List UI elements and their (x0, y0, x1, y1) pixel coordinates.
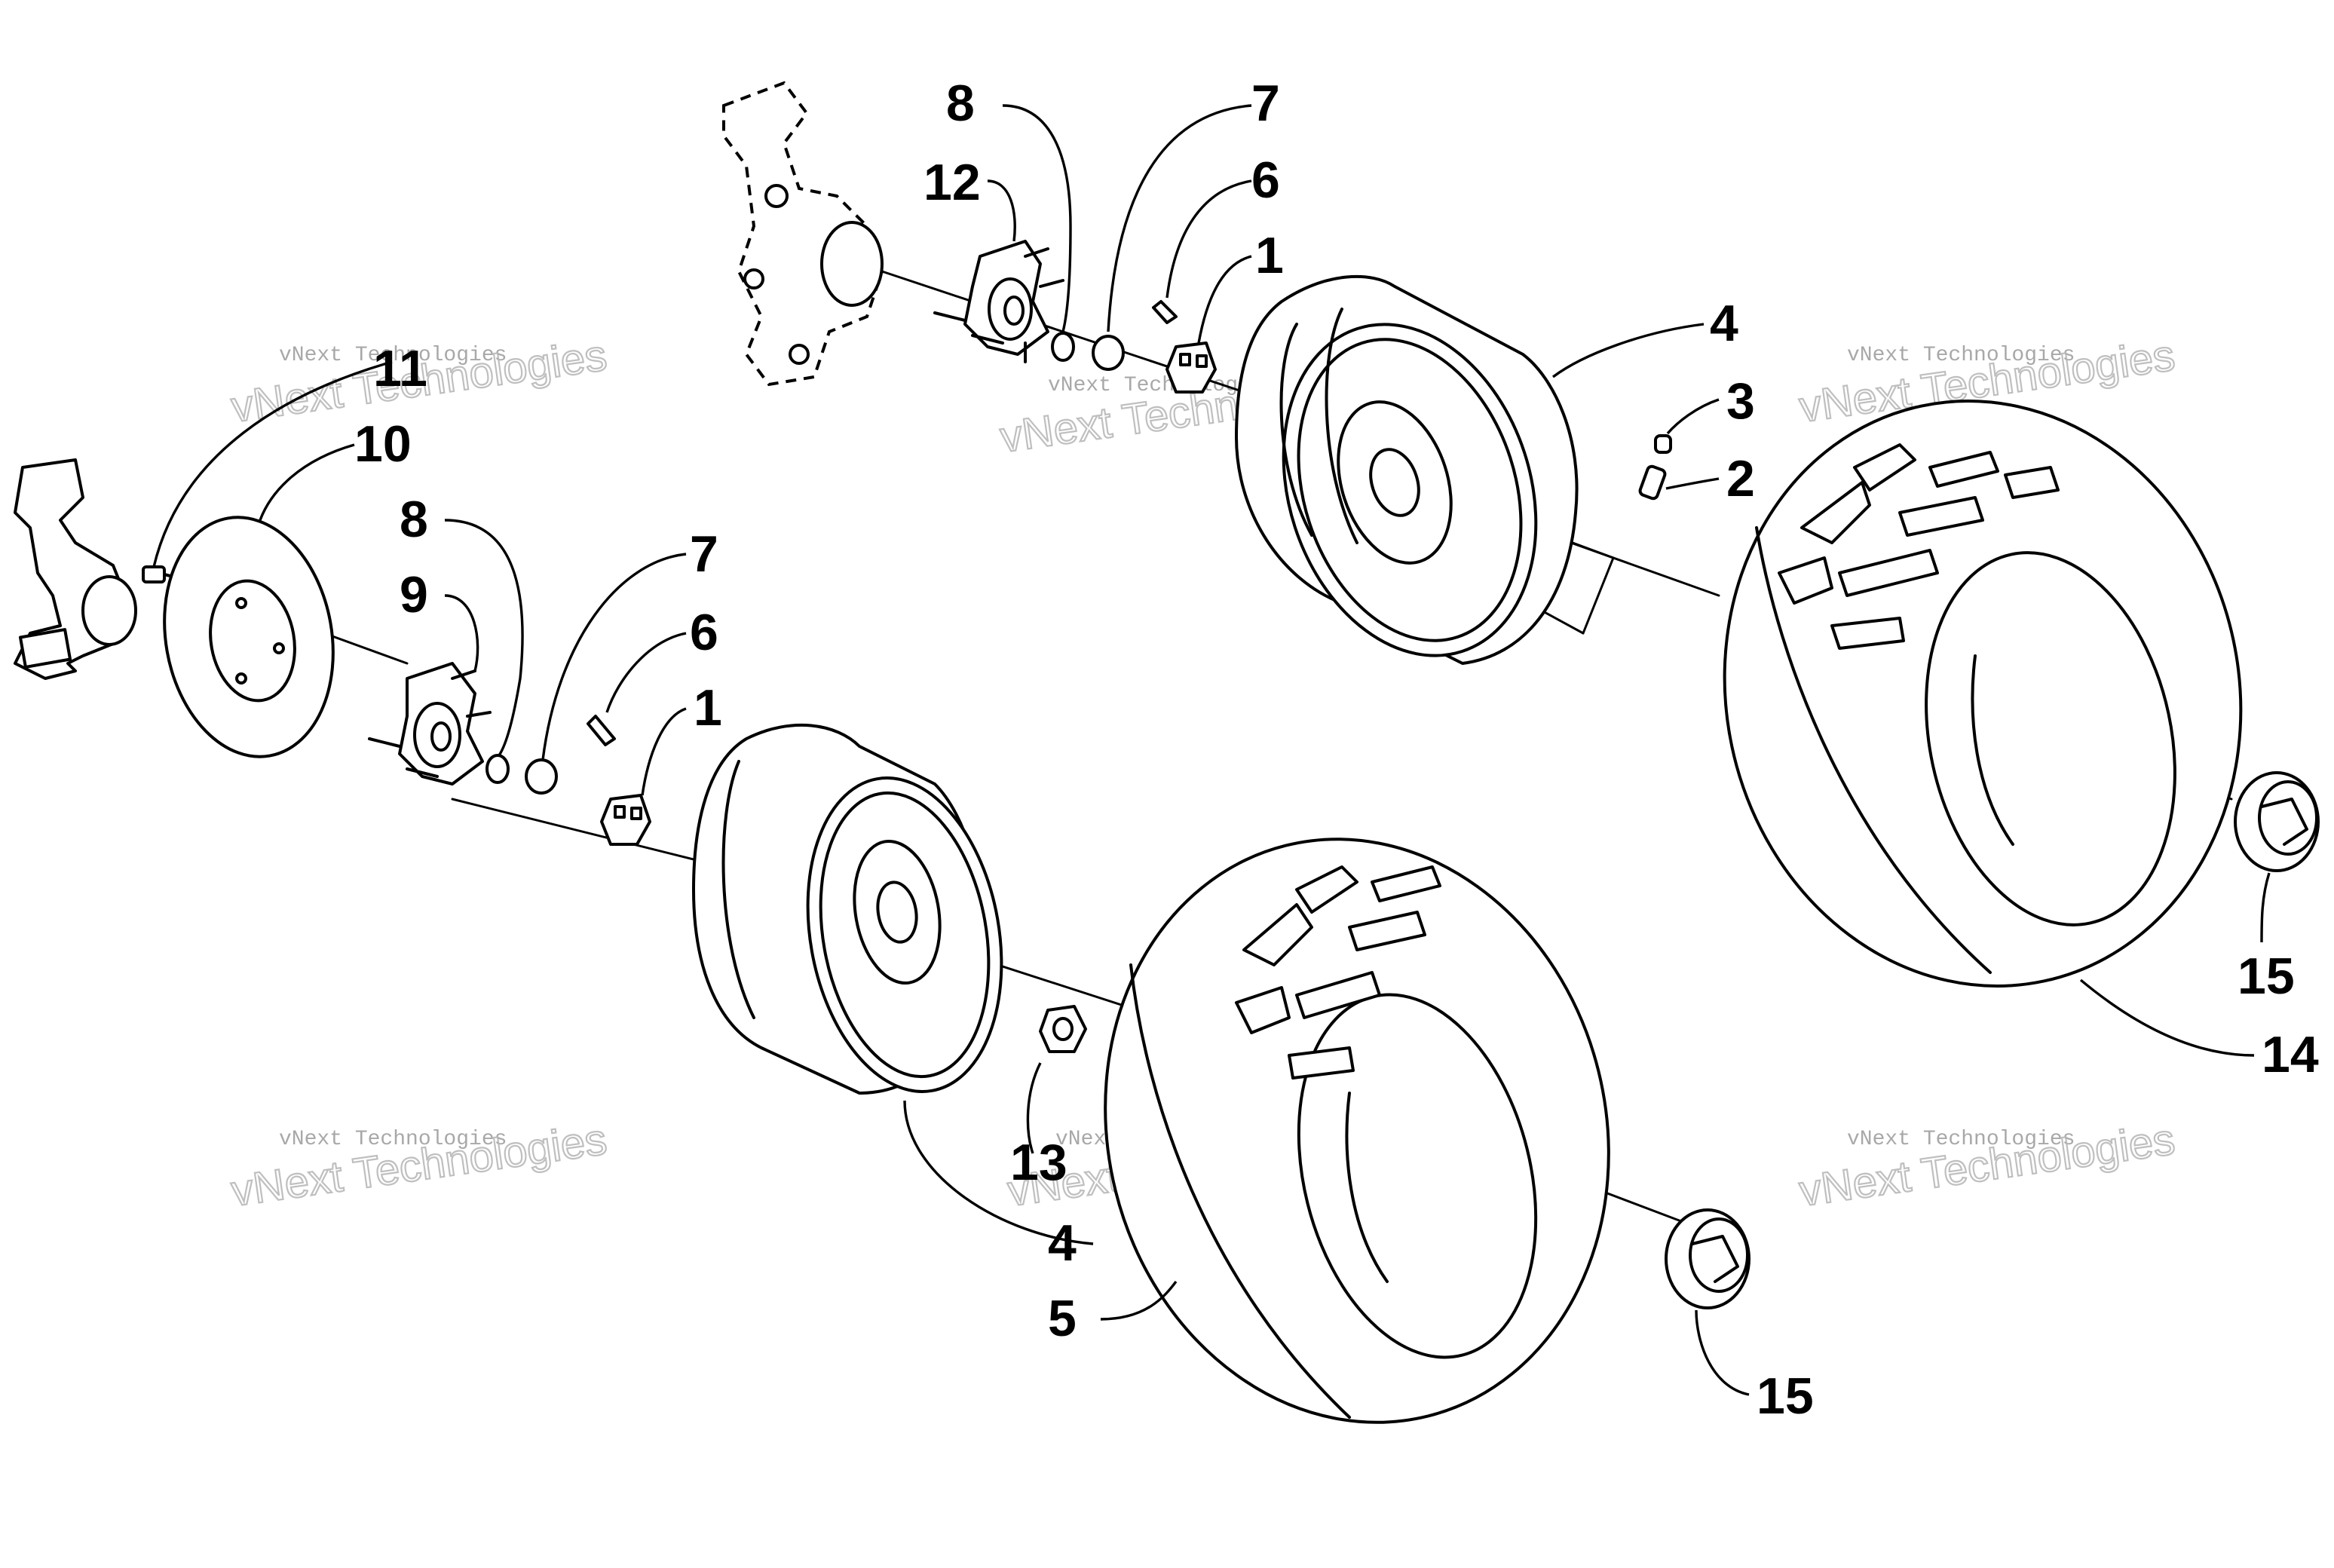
callout-7-upper: 7 (1251, 75, 1280, 132)
upper-wheel-hub (933, 240, 1064, 363)
callout-15-lower: 15 (1757, 1367, 1814, 1425)
lower-bearing (485, 754, 510, 784)
callout-9: 9 (400, 566, 428, 623)
lower-castle-nut (600, 794, 651, 846)
callout-1-lower: 1 (694, 679, 722, 737)
callout-8-upper: 8 (946, 75, 975, 132)
callout-15-right: 15 (2238, 948, 2295, 1005)
callout-6-lower: 6 (690, 604, 718, 661)
upper-castle-nut (1165, 341, 1217, 394)
lower-cotter-pin (587, 715, 616, 746)
lower-wheel-hub (368, 662, 492, 786)
upper-hub-cap (2234, 771, 2320, 872)
watermark-small-6: vNext Technologies (1847, 1128, 2075, 1151)
watermark-small-1: vNext Technologies (279, 344, 507, 367)
callout-13: 13 (1010, 1134, 1067, 1191)
callout-7-lower: 7 (690, 525, 718, 583)
upper-washer (1092, 335, 1125, 371)
callout-1-upper: 1 (1255, 227, 1284, 284)
lower-washer (525, 758, 558, 795)
callout-12: 12 (923, 154, 981, 211)
callout-2: 2 (1726, 450, 1755, 507)
watermark-small-3: vNext Technologies (1847, 344, 2075, 367)
lower-brake-rotor (163, 516, 335, 758)
callout-11: 11 (373, 340, 427, 397)
leader-lines (152, 104, 2271, 1396)
upper-bearing (1051, 332, 1075, 362)
callout-4-upper: 4 (1710, 295, 1738, 352)
upper-steering-knuckle (722, 81, 884, 387)
callout-3: 3 (1726, 372, 1755, 430)
lower-axis-hub (451, 798, 725, 868)
watermark-small-4: vNext Technologies (279, 1128, 507, 1151)
upper-stud-bracket (1582, 556, 1615, 635)
callout-5: 5 (1048, 1290, 1077, 1347)
upper-valve-stem (1638, 464, 1667, 501)
upper-wheel-rim (1235, 274, 1579, 665)
callout-6-upper: 6 (1251, 152, 1280, 209)
callout-10: 10 (354, 415, 412, 473)
lower-hub-cap (1665, 1208, 1750, 1309)
upper-valve-cap (1654, 434, 1672, 454)
callout-4-lower: 4 (1048, 1214, 1077, 1272)
callout-14: 14 (2262, 1026, 2319, 1083)
callouts: 8 7 12 6 1 4 3 2 11 10 8 9 7 6 1 13 4 5 … (354, 75, 2319, 1425)
upper-tire (1723, 400, 2243, 988)
callout-8-lower: 8 (400, 491, 428, 548)
lower-steering-knuckle (14, 458, 137, 680)
lower-lug-nut (1039, 1005, 1087, 1053)
lower-wheel-rim (692, 723, 1003, 1095)
lower-tire (1104, 838, 1610, 1424)
upper-cotter-pin (1152, 300, 1178, 324)
